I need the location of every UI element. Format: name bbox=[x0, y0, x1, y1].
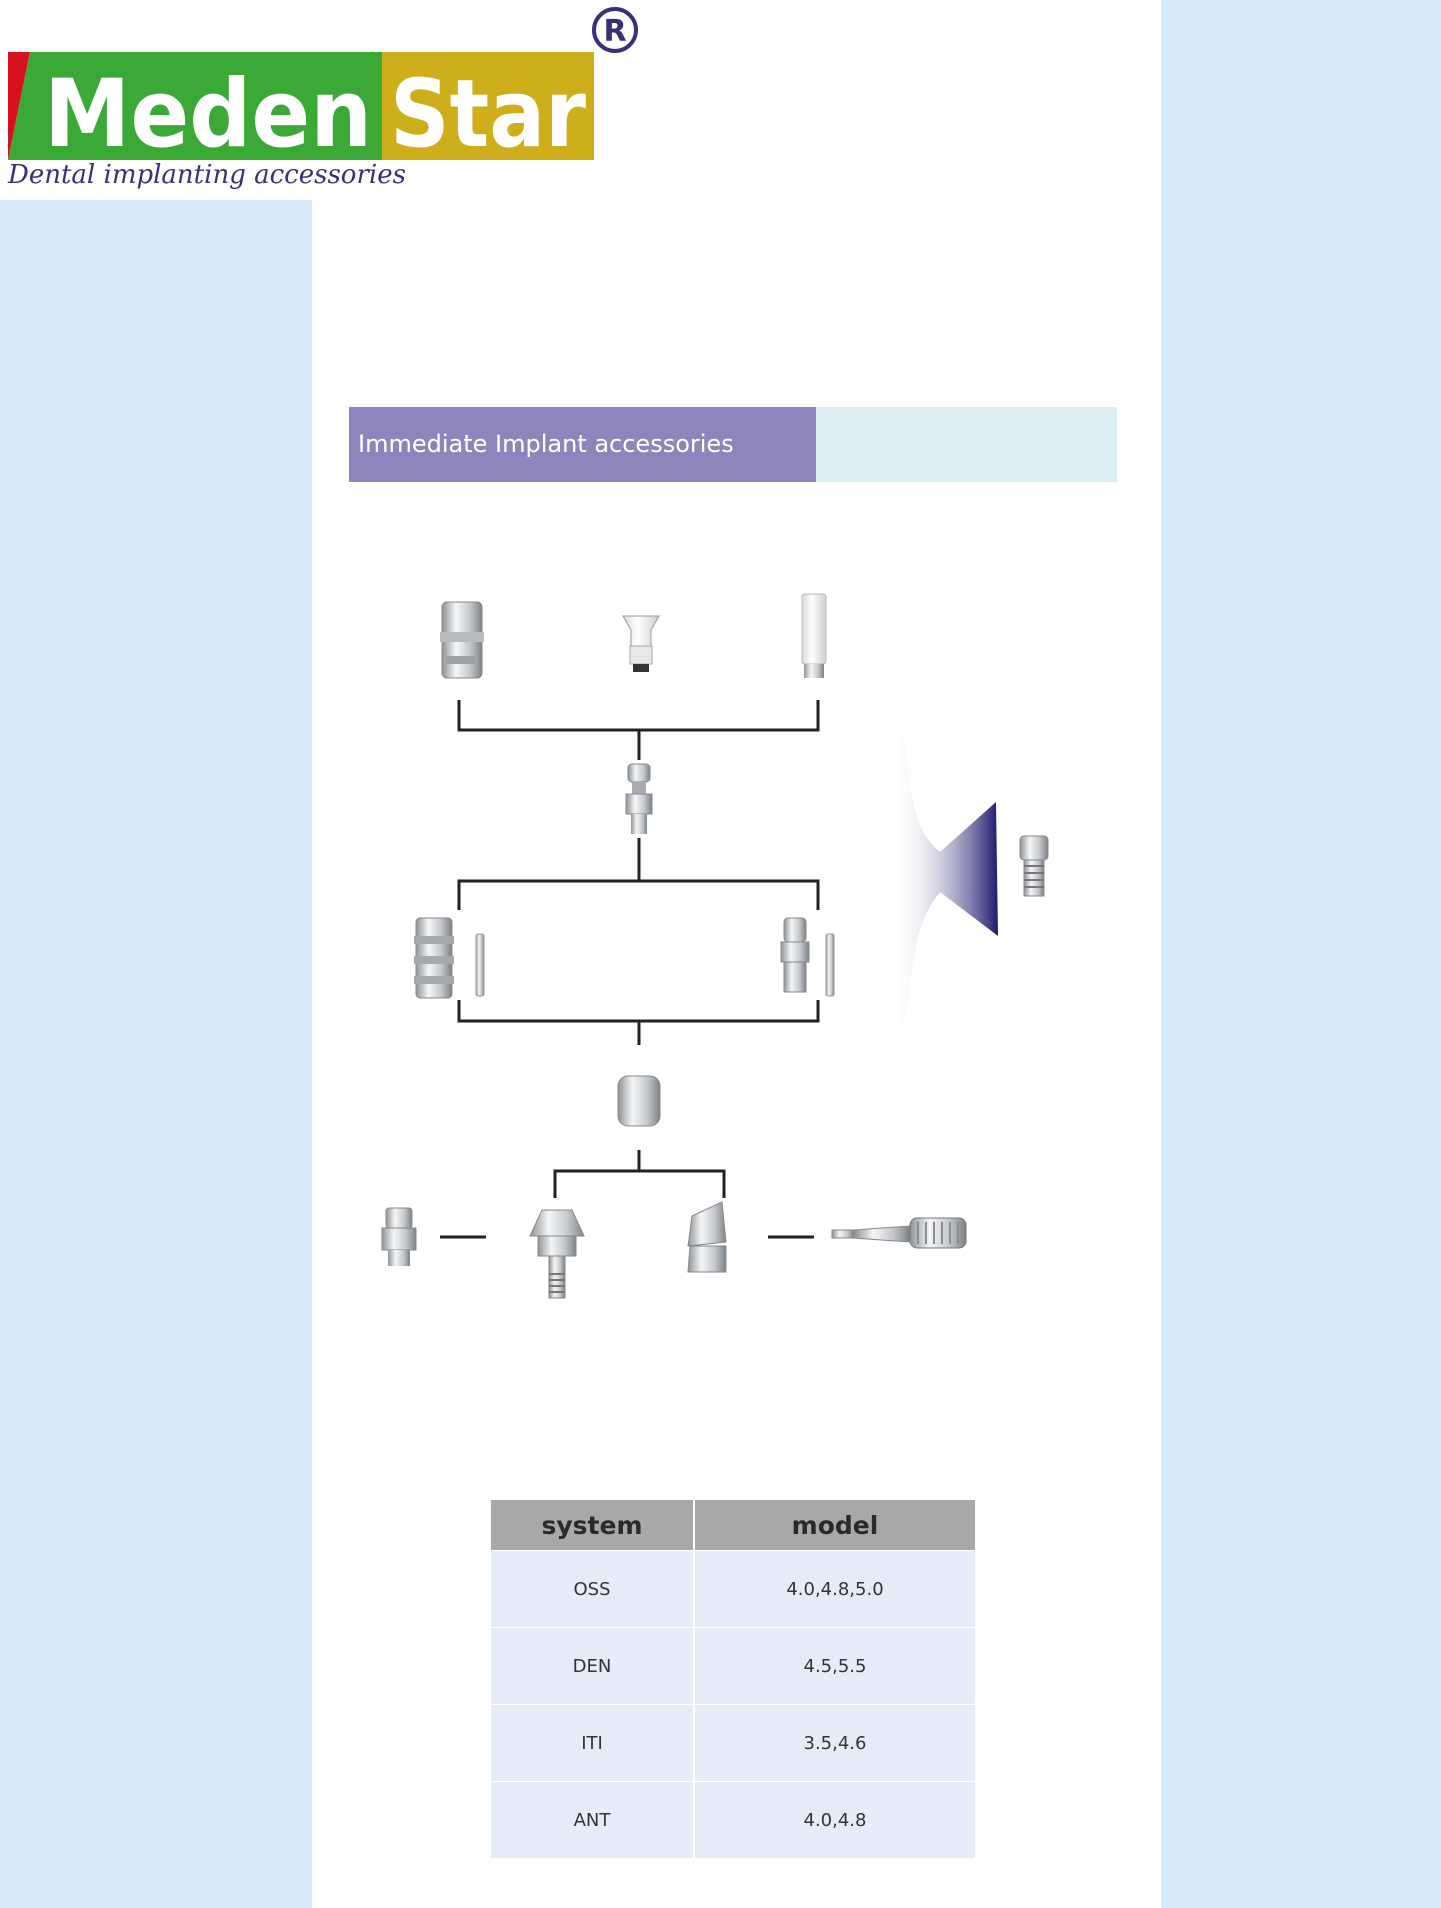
angled-abutment-icon bbox=[687, 1201, 727, 1273]
logo-word-meden: Meden bbox=[44, 60, 372, 169]
impression-coping-icon bbox=[440, 601, 484, 679]
header-system: system bbox=[491, 1500, 694, 1551]
right-sidebar-panel bbox=[1161, 0, 1441, 1908]
brand-tagline: Dental implanting accessories bbox=[8, 160, 406, 190]
plastic-sleeve-icon bbox=[801, 593, 827, 678]
guide-pin-icon bbox=[475, 933, 485, 997]
logo-word-star: Star bbox=[390, 60, 587, 169]
cell-system: DEN bbox=[491, 1627, 694, 1705]
abutment-screw-icon bbox=[1019, 835, 1049, 897]
cell-system: ANT bbox=[491, 1781, 694, 1858]
spec-table: system model OSS 4.0,4.8,5.0 DEN 4.5,5.5… bbox=[491, 1500, 975, 1858]
impression-coping-icon bbox=[414, 917, 454, 999]
table-row: OSS 4.0,4.8,5.0 bbox=[491, 1550, 975, 1628]
table-row: ITI 3.5,4.6 bbox=[491, 1704, 975, 1782]
implant-analog-icon bbox=[381, 1207, 417, 1266]
cell-system: ITI bbox=[491, 1704, 694, 1782]
table-row: DEN 4.5,5.5 bbox=[491, 1627, 975, 1705]
cell-model: 4.5,5.5 bbox=[693, 1627, 975, 1705]
table-row: ANT 4.0,4.8 bbox=[491, 1781, 975, 1858]
cell-model: 3.5,4.6 bbox=[693, 1704, 975, 1782]
header-model: model bbox=[693, 1500, 975, 1551]
diagram-connectors bbox=[440, 700, 820, 1239]
straight-abutment-icon bbox=[529, 1209, 585, 1299]
registered-mark: R bbox=[603, 14, 626, 49]
healing-cap-icon bbox=[617, 1075, 661, 1127]
brand-logo: Meden Star R Dental implanting accessori… bbox=[0, 0, 660, 200]
healing-cap-icon bbox=[622, 615, 660, 672]
section-header: Immediate Implant accessories bbox=[349, 407, 1117, 482]
left-sidebar-panel bbox=[0, 200, 312, 1908]
logo-mark: Meden Star R bbox=[8, 7, 638, 169]
cell-model: 4.0,4.8 bbox=[693, 1781, 975, 1858]
cell-model: 4.0,4.8,5.0 bbox=[693, 1550, 975, 1628]
screwdriver-icon bbox=[831, 1217, 967, 1249]
cell-system: OSS bbox=[491, 1550, 694, 1628]
section-title: Immediate Implant accessories bbox=[349, 407, 816, 482]
transfer-post-icon bbox=[625, 763, 653, 834]
direction-arrow bbox=[890, 672, 998, 1060]
implant-analog-icon bbox=[780, 917, 810, 993]
guide-pin-icon bbox=[825, 933, 835, 997]
table-header-row: system model bbox=[491, 1500, 975, 1551]
component-diagram bbox=[360, 580, 1080, 1320]
